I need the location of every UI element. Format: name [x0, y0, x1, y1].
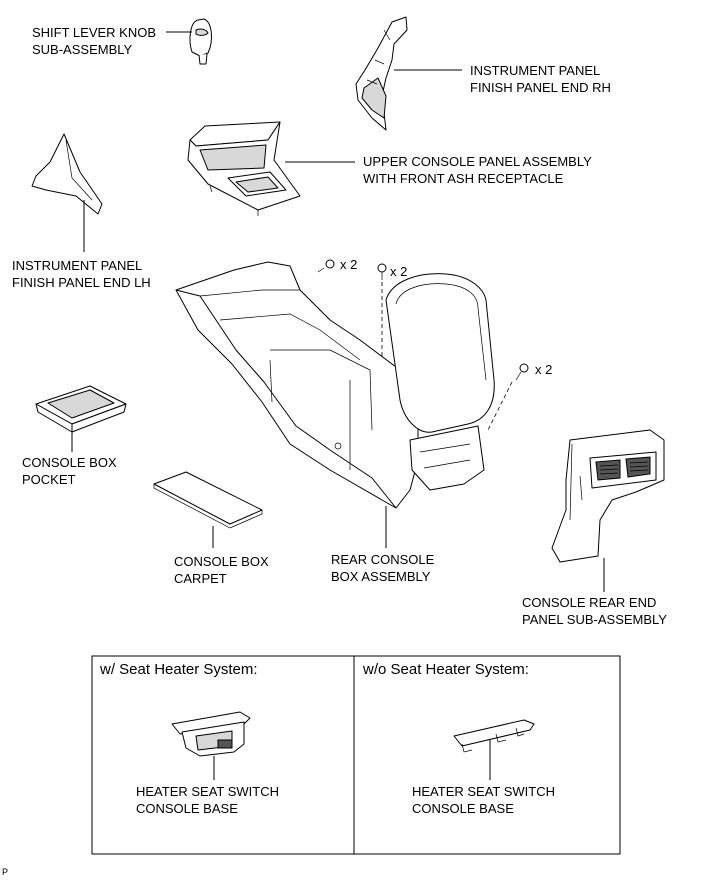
upper-console-panel-label: UPPER CONSOLE PANEL ASSEMBLY WITH FRONT … [363, 154, 592, 186]
footer-code: P [2, 867, 9, 877]
shift-lever-knob-label: SHIFT LEVER KNOB SUB-ASSEMBLY [32, 25, 157, 57]
center-bolt-quantity: x 2 [390, 264, 408, 279]
left-clip-quantity: x 2 [340, 257, 358, 272]
console-box-pocket-label: CONSOLE BOX POCKET [22, 455, 117, 487]
switch-base-without-heater-illustration [453, 719, 535, 780]
rear-console-box-label: REAR CONSOLE BOX ASSEMBLY [331, 552, 435, 584]
fastener-clips-illustration [317, 259, 529, 431]
without-seat-heater-title: w/o Seat Heater System: [363, 661, 529, 678]
finish-panel-rh-illustration [355, 16, 462, 131]
switch-base-with-heater-illustration [171, 711, 251, 780]
finish-panel-lh-label: INSTRUMENT PANEL FINISH PANEL END LH [12, 258, 151, 290]
upper-console-panel-illustration [187, 121, 355, 216]
right-clip-quantity: x 2 [535, 362, 553, 377]
console-rear-end-panel-illustration [551, 429, 665, 592]
finish-panel-rh-label: INSTRUMENT PANEL FINISH PANEL END RH [470, 63, 611, 95]
with-seat-heater-title: w/ Seat Heater System: [100, 661, 258, 678]
switch-base-without-heater-label: HEATER SEAT SWITCH CONSOLE BASE [412, 784, 556, 816]
shift-lever-knob-illustration [166, 18, 212, 65]
switch-base-with-heater-label: HEATER SEAT SWITCH CONSOLE BASE [136, 784, 280, 816]
console-box-carpet-label: CONSOLE BOX CARPET [174, 554, 269, 586]
console-rear-end-panel-label: CONSOLE REAR END PANEL SUB-ASSEMBLY [522, 595, 667, 627]
console-box-pocket-illustration [35, 385, 127, 452]
seat-heater-variant-box [91, 655, 621, 855]
console-box-carpet-illustration [153, 471, 263, 548]
rear-console-box-illustration [175, 261, 495, 548]
finish-panel-lh-illustration [31, 133, 103, 252]
